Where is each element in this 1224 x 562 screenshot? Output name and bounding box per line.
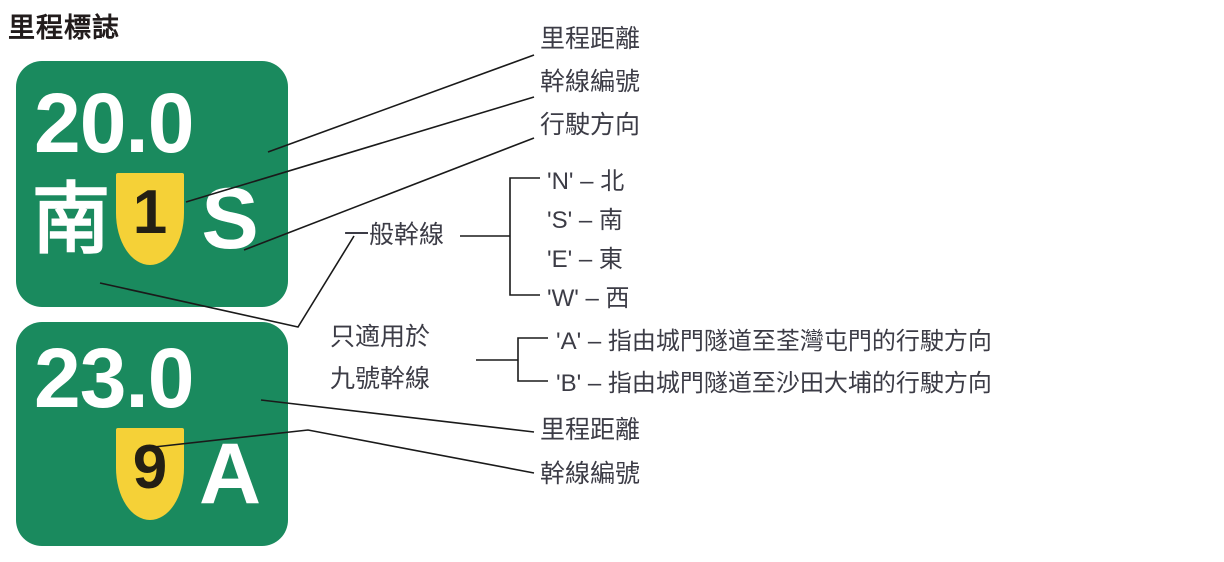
direction-dash-n: – <box>580 168 594 195</box>
route-shield: 1 <box>116 173 184 265</box>
callout-bottom-distance: 里程距離 <box>540 416 641 444</box>
direction-code-w: 'W' <box>547 285 579 312</box>
direction-dash-a: – <box>587 328 602 355</box>
group-label-general-routes: 一般幹線 <box>344 221 445 249</box>
sign-distance-value: 23.0 <box>34 331 194 425</box>
direction-code-b: 'B' <box>556 370 582 397</box>
direction-meaning-b: 指由城門隧道至沙田大埔的行駛方向 <box>607 370 992 397</box>
direction-meaning-a: 指由城門隧道至荃灣屯門的行駛方向 <box>607 328 992 355</box>
sign-bottom-row: 南 1 S <box>30 173 272 265</box>
route-shield: 9 <box>116 428 184 520</box>
direction-item-s: 'S' – 南 <box>547 209 623 233</box>
sign-direction-letter: A <box>198 426 262 522</box>
route-shield-number: 9 <box>132 433 168 502</box>
direction-code-a: 'A' <box>556 328 582 355</box>
direction-item-b: 'B' – 指由城門隧道至沙田大埔的行駛方向 <box>556 372 992 396</box>
callout-top-direction: 行駛方向 <box>540 111 641 139</box>
direction-code-s: 'S' <box>547 207 573 234</box>
direction-item-n: 'N' – 北 <box>547 170 624 194</box>
direction-code-n: 'N' <box>547 168 574 195</box>
direction-dash-s: – <box>578 207 593 234</box>
sign-direction-letter: S <box>201 171 259 267</box>
direction-meaning-e: 東 <box>598 246 623 273</box>
direction-item-w: 'W' – 西 <box>547 287 630 311</box>
sign-distance-value: 20.0 <box>34 76 194 170</box>
leader-line-bottom-distance <box>260 399 535 433</box>
group-label-route-nine-line2: 九號幹線 <box>330 365 431 393</box>
bracket-route-nine <box>517 337 548 382</box>
milestone-sign-general: 20.0 南 1 S <box>16 61 288 307</box>
sign-bottom-row: 9 A <box>30 428 272 520</box>
bracket-general-routes <box>509 177 540 296</box>
direction-code-e: 'E' <box>547 246 573 273</box>
callout-bottom-route-number: 幹線編號 <box>540 460 641 488</box>
sign-direction-chinese: 南 <box>31 175 110 263</box>
direction-meaning-s: 南 <box>598 207 623 234</box>
callout-top-distance: 里程距離 <box>540 25 641 53</box>
callout-top-route-number: 幹線編號 <box>540 68 641 96</box>
direction-item-e: 'E' – 東 <box>547 248 623 272</box>
direction-dash-e: – <box>578 246 593 273</box>
direction-dash-b: – <box>587 370 602 397</box>
page-title: 里程標誌 <box>8 13 120 43</box>
direction-meaning-n: 北 <box>600 168 625 195</box>
direction-dash-w: – <box>585 285 599 312</box>
leader-line-top-distance <box>267 54 535 153</box>
direction-meaning-w: 西 <box>605 285 630 312</box>
direction-item-a: 'A' – 指由城門隧道至荃灣屯門的行駛方向 <box>556 330 992 354</box>
milestone-sign-route-nine: 23.0 9 A <box>16 322 288 546</box>
group-label-route-nine-line1: 只適用於 <box>330 323 431 351</box>
route-shield-number: 1 <box>132 178 168 247</box>
